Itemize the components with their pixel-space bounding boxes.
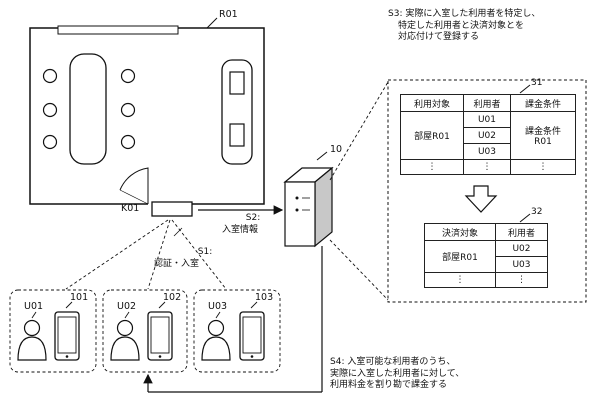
table-row: ⋮ ⋮ ⋮ [400,159,576,175]
s4-note-line1: S4: 入室可能な利用者のうち、 [330,357,456,367]
s2-step-label: S2: [245,213,261,223]
device-id-102: 102 [163,292,182,303]
table32-ref: 32 [531,207,543,217]
wall-panel [57,25,179,35]
server-label: 10 [330,144,343,155]
table-header-row: 決済対象 利用者 [424,223,548,241]
table-cell-condition: 課金条件 R01 [510,111,576,160]
table-cell-ellipsis: ⋮ [400,159,464,175]
s1-step-text: 認証・入室 [154,259,200,269]
sofa-cushion [229,71,245,95]
table-cell-user: U03 [495,256,548,273]
s2-step-text: 入室情報 [222,225,259,235]
server-detail-box [387,79,587,303]
table-cell-target: 部屋R01 [400,111,464,160]
s3-note-line3: 対応付けて登録する [398,32,480,42]
s3-note-line1: S3: 実際に入室した利用者を特定し、 [388,9,541,19]
table-row: U03 [401,143,576,160]
s4-note-line3: 利用料金を割り勘で課金する [330,380,448,390]
table-header: 利用者 [463,94,511,112]
user-id-u02: U02 [117,301,137,312]
sofa-cushion [229,123,245,147]
table-cell-user: U02 [463,127,511,144]
user-box-u02 [102,289,188,373]
table-cell-target: 部屋R01 [424,240,496,273]
s1-step-label: S1: [197,247,213,257]
table-cell-user: U03 [463,143,511,160]
down-arrow-icon [464,185,498,213]
room-label: R01 [219,9,238,20]
table-header: 利用者 [495,223,548,241]
chair [42,134,58,150]
condition-line: 課金条件 [524,127,561,137]
table-row: 部屋R01 U01 課金条件 R01 [400,111,576,160]
chair [120,68,136,84]
table-cell-ellipsis: ⋮ [463,159,511,175]
table-31: 利用対象 利用者 課金条件 部屋R01 U01 課金条件 R01 U02 U03… [400,94,576,175]
table-header: 利用対象 [400,94,464,112]
s3-note-line2: 特定した利用者と決済対象とを [398,20,525,31]
room-r01 [29,17,265,217]
user-box-u01 [9,289,97,373]
table-32: 決済対象 利用者 部屋R01 U02 U03 ⋮ ⋮ [424,223,548,288]
table-row: ⋮ ⋮ [424,272,548,288]
table-row: 部屋R01 U02 [424,240,548,273]
chair [120,102,136,118]
user-id-u03: U03 [208,301,228,312]
table-cell-ellipsis: ⋮ [424,272,496,288]
table-header: 課金条件 [510,94,576,112]
door-label: K01 [121,203,140,214]
s4-note-line2: 実際に入室した利用者に対して、 [330,368,465,379]
table-cell-user: U02 [495,240,548,257]
table-cell-ellipsis: ⋮ [495,272,548,288]
chair [42,68,58,84]
user-id-u01: U01 [24,301,44,312]
device-id-101: 101 [70,292,89,303]
table-cell-ellipsis: ⋮ [510,159,576,175]
door-reader-k01 [151,201,193,217]
server-10 [283,151,334,248]
table-cell-user: U01 [463,111,511,128]
device-id-103: 103 [255,292,274,303]
user-box-u03 [193,289,281,373]
chair [120,134,136,150]
table-header-row: 利用対象 利用者 課金条件 [400,94,576,112]
chair [42,102,58,118]
condition-line: R01 [534,137,552,147]
table31-ref: 31 [531,78,543,88]
meeting-table [69,53,107,165]
table-header: 決済対象 [424,223,496,241]
